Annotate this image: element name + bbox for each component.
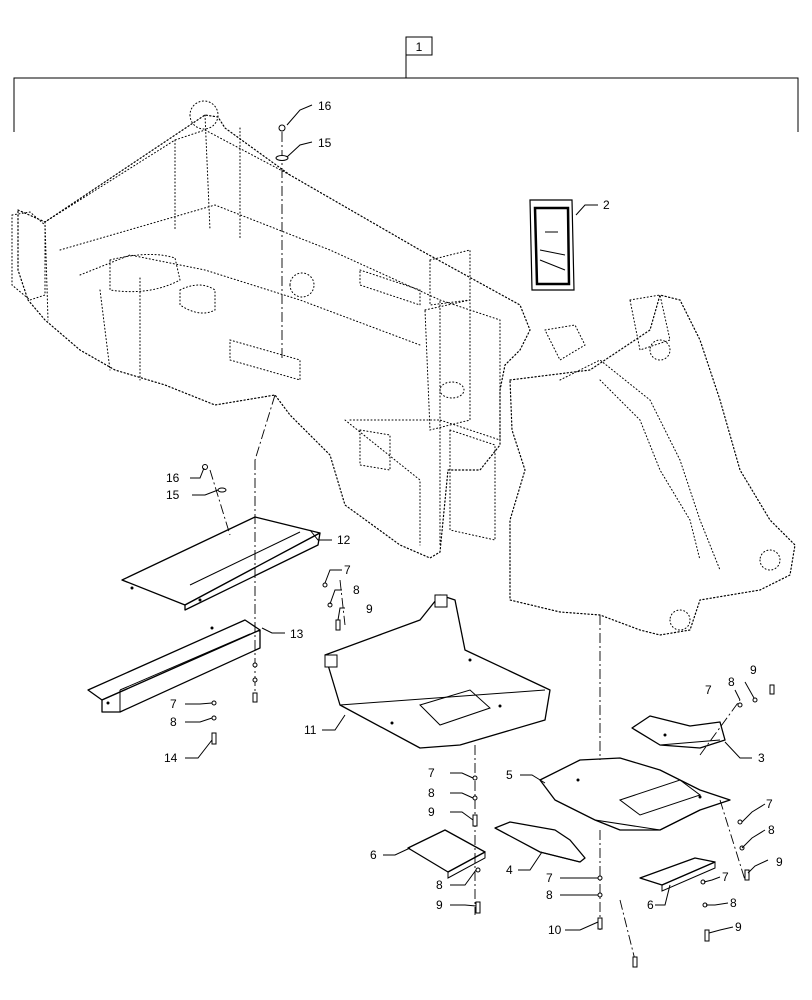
label-8c: 8 <box>428 786 435 800</box>
label-8b: 8 <box>170 715 177 729</box>
label-4: 4 <box>506 863 513 877</box>
label-7g: 7 <box>722 870 729 884</box>
label-6b: 6 <box>647 898 654 912</box>
label-8f: 8 <box>728 675 735 689</box>
label-7e: 7 <box>705 683 712 697</box>
label-16-top: 16 <box>318 99 332 113</box>
label-11: 11 <box>304 723 317 737</box>
label-12: 12 <box>337 533 351 547</box>
label-13: 13 <box>290 627 304 641</box>
label-9c: 9 <box>436 898 443 912</box>
label-16-mid: 16 <box>166 471 180 485</box>
label-8e: 8 <box>436 878 443 892</box>
hardware <box>202 124 775 968</box>
main-plate-11 <box>324 594 551 749</box>
label-7d: 7 <box>546 871 553 885</box>
label-10: 10 <box>548 923 562 937</box>
label-3: 3 <box>758 751 765 765</box>
main-frame <box>11 100 796 636</box>
leader-lines <box>185 104 769 934</box>
label-7c: 7 <box>428 766 435 780</box>
label-6a: 6 <box>370 848 377 862</box>
label-7f: 7 <box>766 797 773 811</box>
label-9f: 9 <box>735 920 742 934</box>
label-2: 2 <box>603 198 610 212</box>
bracket-3 <box>631 715 726 749</box>
label-8h: 8 <box>730 896 737 910</box>
label-9e: 9 <box>776 855 783 869</box>
decal <box>529 199 575 291</box>
label-9d: 9 <box>750 663 757 677</box>
label-9b: 9 <box>428 805 435 819</box>
label-15-mid: 15 <box>166 488 180 502</box>
callout-1: 1 <box>416 40 423 54</box>
small-plate-6b <box>639 857 716 892</box>
label-5: 5 <box>506 768 513 782</box>
part-labels: 16 15 2 16 15 12 7 8 9 13 7 8 14 11 7 8 … <box>164 99 783 937</box>
label-7a: 7 <box>344 563 351 577</box>
assembly-lines <box>209 132 746 961</box>
label-9a: 9 <box>366 602 373 616</box>
label-15-top: 15 <box>318 136 332 150</box>
label-8d: 8 <box>546 888 553 902</box>
skid-plate-5 <box>539 757 731 831</box>
label-14: 14 <box>164 751 178 765</box>
cover-plate-12 <box>121 516 321 611</box>
assembly-bracket: 1 <box>13 36 799 132</box>
label-8a: 8 <box>353 583 360 597</box>
bracket-4 <box>494 821 586 863</box>
small-plate-6a <box>407 829 486 879</box>
label-8g: 8 <box>768 823 775 837</box>
channel-bracket-13 <box>87 619 261 713</box>
label-7b: 7 <box>170 697 177 711</box>
